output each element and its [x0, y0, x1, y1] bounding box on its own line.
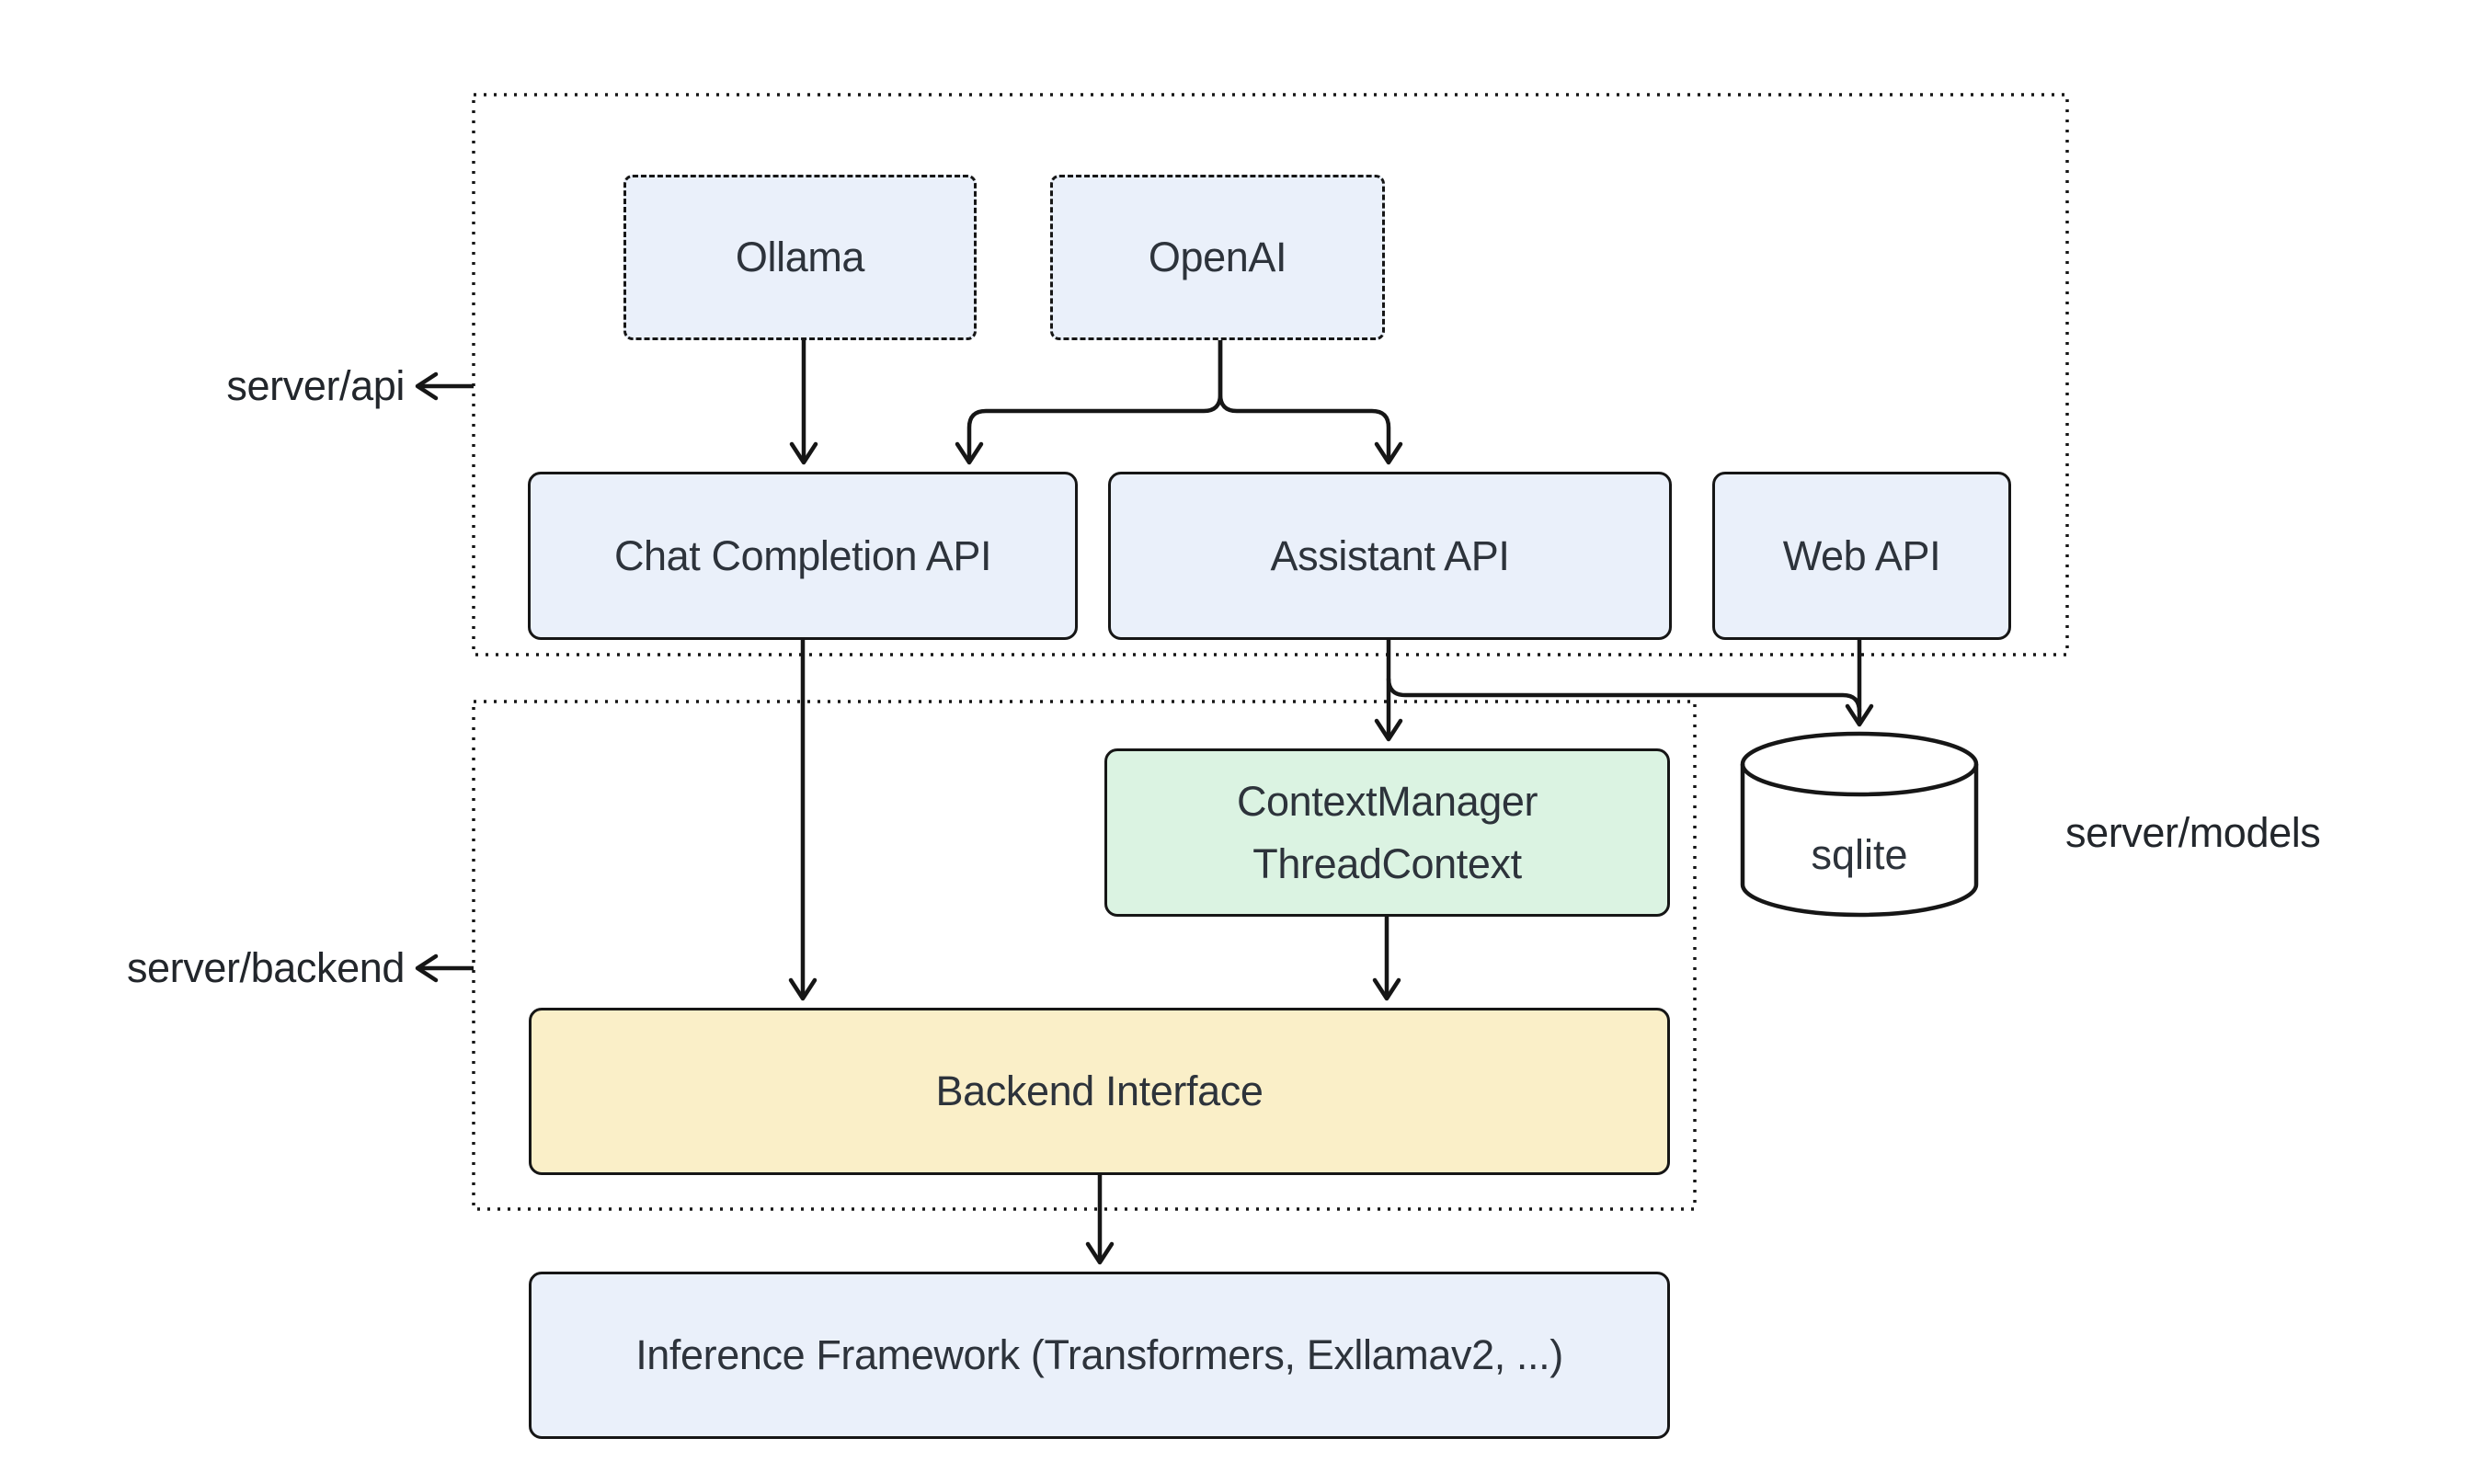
node-ollama: Ollama: [623, 175, 977, 340]
api-container-label: server/api: [226, 362, 405, 409]
node-ollama-label: Ollama: [735, 234, 865, 281]
node-backend-interface-label: Backend Interface: [935, 1067, 1264, 1115]
node-context-manager: ContextManager ThreadContext: [1104, 748, 1670, 917]
sqlite-label: sqlite: [1811, 831, 1908, 878]
arrow-openai-to-assistant: [1218, 340, 1403, 465]
node-inference-framework: Inference Framework (Transformers, Exlla…: [529, 1272, 1670, 1439]
node-openai-label: OpenAI: [1148, 234, 1287, 281]
node-web-api-label: Web API: [1782, 531, 1941, 579]
node-assistant-api: Assistant API: [1108, 472, 1672, 640]
node-chat-completion-api: Chat Completion API: [528, 472, 1078, 640]
node-web-api: Web API: [1712, 472, 2011, 640]
node-inference-framework-label: Inference Framework (Transformers, Exlla…: [635, 1331, 1563, 1379]
sqlite-cylinder-top: [1740, 731, 1979, 797]
api-container-border: [472, 93, 2069, 656]
sqlite-cylinder: [1740, 731, 1979, 918]
sqlite-cylinder-body: [1740, 764, 1979, 918]
context-manager-line1: ContextManager: [1236, 778, 1538, 825]
backend-container-label: server/backend: [126, 944, 405, 991]
arrow-openai-to-chat-completion: [955, 340, 1223, 465]
server-models-label: server/models: [2065, 809, 2321, 856]
node-backend-interface: Backend Interface: [529, 1008, 1670, 1175]
node-context-manager-label: ContextManager ThreadContext: [1237, 771, 1538, 895]
elbow-assistant-to-sqlite: [1386, 678, 1862, 713]
node-assistant-api-label: Assistant API: [1270, 531, 1510, 579]
context-manager-line2: ThreadContext: [1252, 839, 1522, 887]
node-openai: OpenAI: [1050, 175, 1385, 340]
backend-container-border: [472, 700, 1697, 1211]
node-chat-completion-api-label: Chat Completion API: [613, 531, 992, 579]
